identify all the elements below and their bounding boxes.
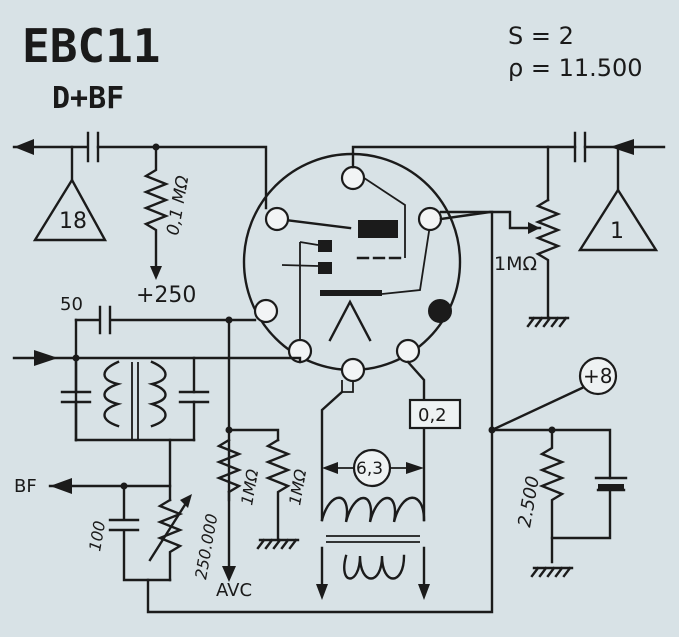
arrow-250 [150, 266, 162, 280]
avc-arrow [222, 566, 236, 582]
label-50: 50 [60, 294, 83, 315]
label-bf: BF [14, 476, 37, 497]
internal-wire-2 [299, 241, 319, 350]
heater-wire-right [406, 360, 426, 522]
input-arrow-left [34, 350, 58, 366]
cathode-bar [320, 290, 382, 296]
if-coil-secondary [147, 360, 167, 428]
ground-2500 [530, 566, 574, 578]
pot-arrow-head [180, 494, 192, 508]
cathode-return [146, 210, 494, 614]
heater-filament [328, 299, 372, 342]
internal-wire-1 [283, 218, 352, 230]
if-cap-right [178, 390, 210, 404]
avc-link [227, 428, 280, 442]
junction [152, 143, 160, 151]
bf-arrow [50, 478, 72, 494]
grid-wire-top [351, 145, 550, 202]
heater-mains-leads [320, 546, 426, 594]
resistor-1m-b [264, 438, 292, 542]
label-2500: 2.500 [514, 474, 544, 528]
coupling-capacitor-top [86, 131, 100, 163]
resistor-250k [156, 498, 184, 582]
heater-arrow-right [406, 462, 424, 474]
spec-s: S = 2 [508, 22, 574, 50]
heater-core [326, 535, 420, 543]
label-6-3: 6,3 [356, 459, 383, 479]
label-250: +250 [136, 283, 196, 308]
tube-pin-upper-right [417, 206, 443, 232]
if-core [131, 362, 139, 440]
heater-link [341, 380, 354, 393]
triangle-label-18: 18 [59, 209, 87, 234]
electrolytic-body [598, 484, 624, 490]
tube-pin-upper-left [264, 206, 290, 232]
diode-plate-2a [318, 240, 332, 252]
label-100: 100 [85, 519, 109, 552]
cathode-bus [490, 428, 612, 480]
coupling-capacitor-right [573, 131, 587, 163]
spec-rho: ρ = 11.500 [508, 54, 643, 82]
circle-plus8 [578, 356, 618, 396]
triangle-stage-1 [577, 187, 659, 252]
input-arrow-right [610, 139, 634, 155]
tube-subtitle: D+BF [52, 81, 124, 116]
tube-pin-top [340, 165, 366, 191]
label-0-2: 0,2 [418, 405, 447, 426]
tube-title: EBC11 [22, 19, 160, 73]
tube-pin-bottom [340, 357, 366, 383]
resistor-0-1m [142, 145, 170, 272]
tube-pin-right-filled [428, 299, 452, 323]
resistor-2500 [538, 428, 566, 564]
label-1m-b: 1MΩ [285, 467, 310, 507]
heater-arrow-left [322, 462, 338, 474]
resistor-1m-a [215, 438, 243, 494]
output-arrow-left [14, 139, 34, 155]
label-1m-a: 1MΩ [237, 467, 262, 507]
capacitor-50 [74, 305, 257, 335]
internal-wire-5 [381, 224, 431, 295]
heater-wire-left [320, 390, 344, 522]
heater-coil-top [320, 496, 426, 523]
tube-pin-bottom-right [395, 338, 421, 364]
box-0-2 [408, 398, 462, 430]
diode-plate-2b [318, 262, 332, 274]
triangle-label-1: 1 [610, 219, 624, 244]
label-plus8: +8 [583, 364, 612, 388]
wiper-wire [439, 210, 542, 230]
if-coil-primary [103, 360, 123, 428]
internal-wire-4 [354, 171, 406, 258]
ground-pot [526, 316, 570, 328]
internal-wire-3 [281, 264, 319, 267]
label-avc: AVC [216, 580, 252, 601]
label-1m-pot: 1MΩ [494, 253, 537, 275]
junction [225, 316, 233, 324]
pot-arrow-line [148, 498, 190, 562]
mains-arrows [316, 584, 430, 600]
triangle-stage-18 [32, 177, 108, 242]
diode-feed [74, 356, 302, 364]
heater-coil-bottom [343, 554, 406, 580]
capacitor-100 [108, 484, 172, 582]
plus8-link [490, 386, 584, 432]
label-250000: 250.000 [191, 512, 221, 580]
wiper-arrow [528, 222, 540, 234]
ground-1m-b [256, 538, 300, 550]
potentiometer-1m [534, 198, 562, 320]
diode-plate-1 [358, 220, 398, 238]
junction [225, 426, 233, 434]
tube-pin-left [253, 298, 279, 324]
cap-return [550, 488, 612, 540]
